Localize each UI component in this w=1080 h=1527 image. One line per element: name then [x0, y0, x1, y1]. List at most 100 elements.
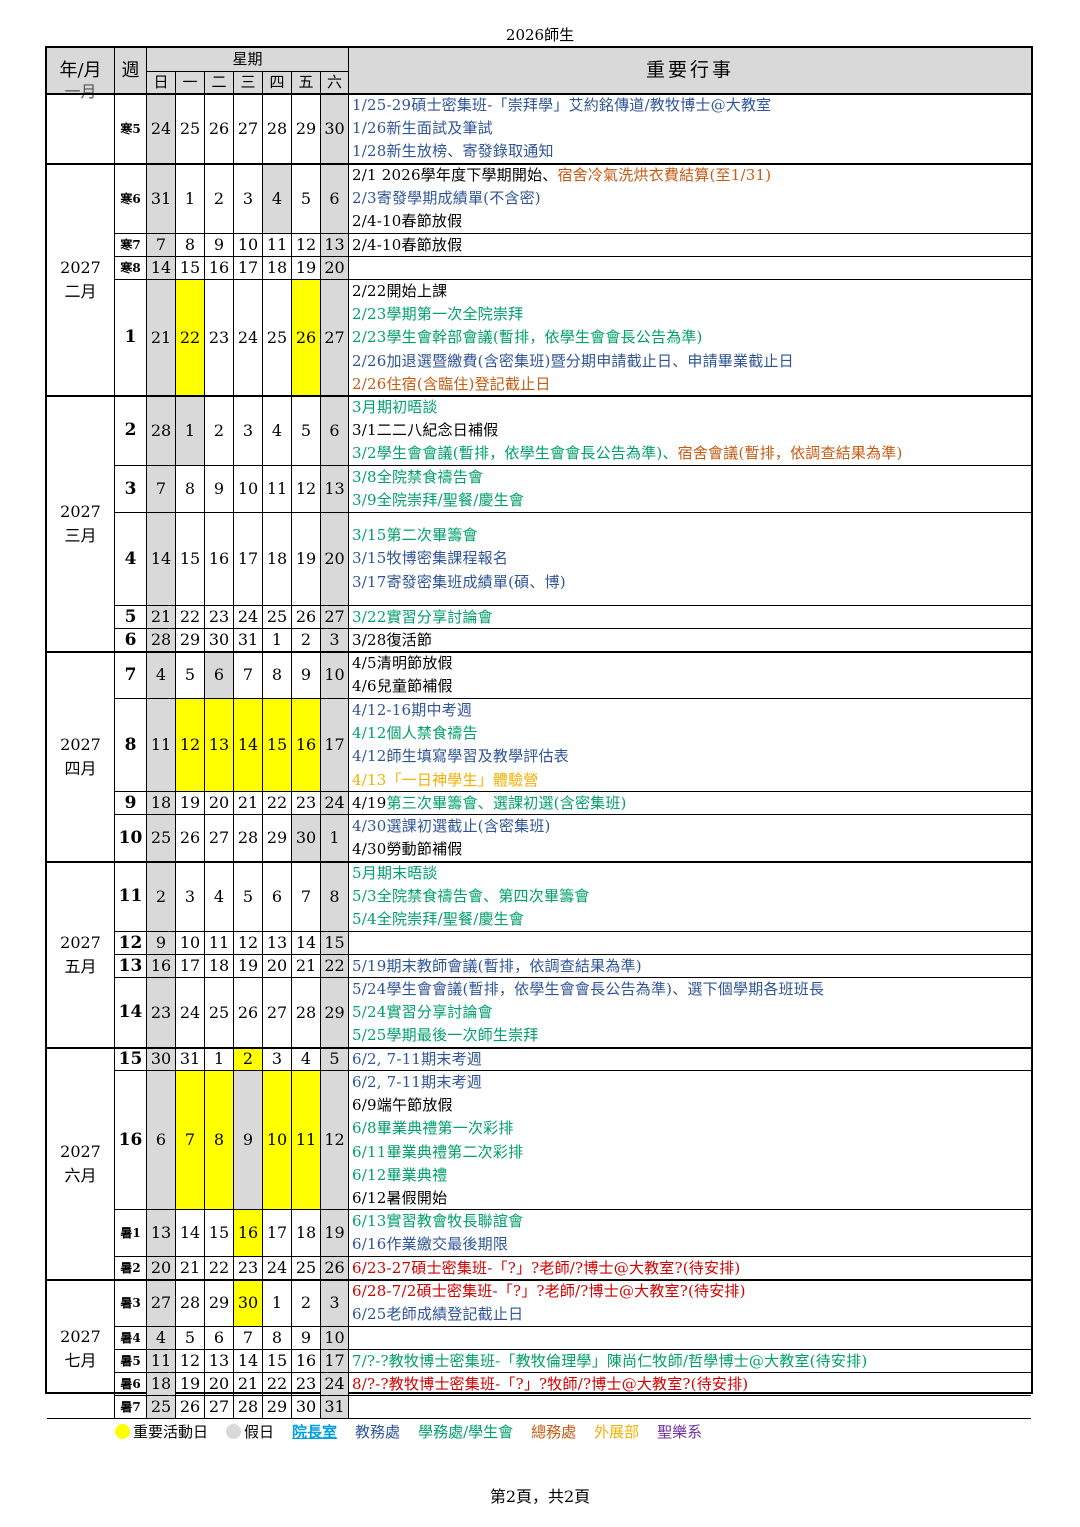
day-cell: 29 [176, 629, 205, 652]
week-number: 12 [115, 932, 147, 955]
events-cell [349, 1396, 1031, 1419]
day-cell: 24 [234, 606, 263, 629]
day-cell: 1 [263, 1280, 292, 1327]
event-item: 1/25-29碩士密集班-「崇拜學」艾約銘傳道/教牧博士@大教室 [352, 94, 1031, 117]
day-cell: 23 [147, 978, 176, 1048]
day-cell: 29 [263, 815, 292, 862]
week-number: 15 [115, 1048, 147, 1071]
event-text: 4/5清明節放假 [352, 654, 453, 672]
day-cell: 25 [263, 280, 292, 396]
day-cell: 11 [205, 932, 234, 955]
event-text: 4/12個人禁食禱告 [352, 724, 478, 743]
event-item: 8/?-?教牧博士密集班-「?」?牧師/?博士@大教室?(待安排) [352, 1373, 1031, 1395]
week-number: 暑5 [115, 1350, 147, 1373]
event-text: 5/4全院崇拜/聖餐/慶生會 [352, 910, 525, 929]
day-cell: 17 [263, 1210, 292, 1257]
legend-item: 學務處/學生會 [418, 1421, 513, 1442]
day-cell: 15 [176, 513, 205, 606]
day-cell: 25 [147, 815, 176, 862]
day-cell: 16 [292, 699, 321, 792]
day-cell: 26 [321, 1257, 349, 1280]
event-text: 1/28新生放榜、寄發錄取通知 [352, 142, 554, 161]
legend-dot-icon [226, 1423, 242, 1439]
events-cell: 6/2, 7-11期末考週 [349, 1048, 1031, 1071]
month-divider [47, 395, 1031, 397]
week-number: 8 [115, 699, 147, 792]
legend-item: 聖樂系 [657, 1421, 702, 1442]
event-item: 6/13實習教會牧長聯誼會 [352, 1210, 1031, 1233]
month-divider [47, 1279, 1031, 1281]
event-text: 6/12畢業典禮 [352, 1165, 448, 1184]
day-cell: 5 [176, 652, 205, 699]
event-item: 3/1二二八紀念日補假 [352, 419, 1031, 442]
day-cell: 30 [292, 1396, 321, 1419]
day-cell: 13 [321, 234, 349, 257]
legend-item: 教務處 [355, 1421, 400, 1442]
day-cell: 8 [263, 652, 292, 699]
day-cell: 3 [176, 862, 205, 932]
event-item: 2/23學期第一次全院崇拜 [352, 303, 1031, 326]
day-cell: 2 [205, 396, 234, 466]
day-cell: 5 [292, 164, 321, 234]
events-cell: 6/13實習教會牧長聯誼會 6/16作業繳交最後期限 [349, 1210, 1031, 1257]
day-cell: 21 [147, 606, 176, 629]
day-cell: 11 [292, 1071, 321, 1210]
day-cell: 18 [147, 1373, 176, 1396]
day-cell: 31 [147, 164, 176, 234]
week-number: 暑3 [115, 1280, 147, 1327]
day-cell: 14 [147, 257, 176, 280]
event-text: 2/1 2026學年度下學期開始、 [352, 166, 558, 184]
day-cell: 17 [176, 955, 205, 978]
day-cell: 25 [263, 606, 292, 629]
event-text: 4/12-16期中考週 [352, 701, 473, 719]
month-divider [47, 1047, 1031, 1049]
event-item: 6/12暑假開始 [352, 1187, 1031, 1209]
day-cell: 24 [321, 792, 349, 815]
month-year: 2027 [60, 932, 101, 952]
week-number: 3 [115, 466, 147, 513]
day-cell: 26 [292, 606, 321, 629]
day-cell: 18 [147, 792, 176, 815]
event-item: 1/26新生面試及筆試 [352, 117, 1031, 140]
day-cell: 28 [263, 94, 292, 164]
event-item: 2/26住宿(含臨住)登記截止日 [352, 373, 1031, 395]
event-text: 3/1二二八紀念日補假 [352, 421, 499, 440]
event-text: 6/2, 7-11期末考週 [352, 1050, 482, 1068]
day-cell: 12 [321, 1071, 349, 1210]
event-item: 5/4全院崇拜/聖餐/慶生會 [352, 908, 1031, 931]
event-text: 5/24學生會會議(暫排，依學生會會長公告為準)、選下個學期各班班長 [352, 980, 825, 998]
day-cell: 3 [234, 396, 263, 466]
day-cell: 28 [234, 1396, 263, 1419]
month-divider [47, 163, 1031, 165]
day-cell: 1 [321, 815, 349, 862]
event-item: 2/3寄發學期成績單(不含密) [352, 187, 1031, 210]
day-cell: 17 [321, 1350, 349, 1373]
header-week: 週 [115, 48, 147, 94]
event-text: 3/9全院崇拜/聖餐/慶生會 [352, 491, 525, 510]
event-text: 5/24實習分享討論會 [352, 1003, 493, 1022]
day-cell: 7 [234, 1327, 263, 1350]
day-cell: 2 [147, 862, 176, 932]
day-cell: 17 [234, 513, 263, 606]
day-cell: 29 [292, 94, 321, 164]
event-text: 3/15牧博密集課程報名 [352, 549, 509, 568]
event-text: 3/15第二次畢籌會 [352, 526, 478, 545]
day-cell: 19 [292, 257, 321, 280]
day-cell: 13 [205, 699, 234, 792]
day-cell: 13 [205, 1350, 234, 1373]
day-cell: 9 [292, 652, 321, 699]
day-cell: 22 [205, 1257, 234, 1280]
event-item: 4/12師生填寫學習及教學評估表 [352, 745, 1031, 768]
event-text: 2/4-10春節放假 [352, 212, 463, 231]
week-number: 10 [115, 815, 147, 862]
event-text: 6/28-7/2碩士密集班-「?」?老師/?博士@大教室?(待安排) [352, 1282, 746, 1300]
day-cell: 2 [234, 1048, 263, 1071]
event-text: 2/26加退選暨繳費(含密集班)暨分期申請截止日、申請畢業截止日 [352, 351, 794, 370]
day-cell: 12 [176, 1350, 205, 1373]
day-cell: 26 [176, 1396, 205, 1419]
week-number: 9 [115, 792, 147, 815]
event-text: 6/16作業繳交最後期限 [352, 1235, 509, 1254]
